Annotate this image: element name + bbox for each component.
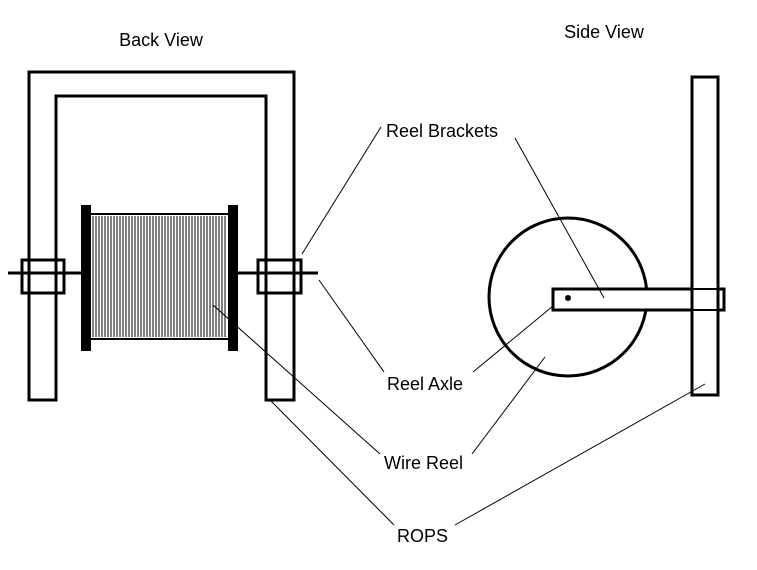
side-view xyxy=(487,75,726,397)
rops-label: ROPS xyxy=(397,526,448,546)
leader-lines xyxy=(212,126,706,526)
reel-right-flange xyxy=(228,205,238,351)
back-view xyxy=(8,70,318,402)
side-view-axle xyxy=(565,295,571,301)
side-view-title: Side View xyxy=(564,22,645,42)
back-view-left-bracket xyxy=(20,258,66,295)
side-view-rops-post xyxy=(690,75,720,397)
reel-brackets-label: Reel Brackets xyxy=(386,121,498,141)
back-view-right-bracket xyxy=(256,258,303,295)
back-view-wire-reel xyxy=(81,205,238,351)
reel-left-flange xyxy=(81,205,91,351)
reel-axle-label: Reel Axle xyxy=(387,374,463,394)
back-view-title: Back View xyxy=(119,30,204,50)
wire-reel-label: Wire Reel xyxy=(384,453,463,473)
back-view-rops-frame xyxy=(27,70,296,402)
